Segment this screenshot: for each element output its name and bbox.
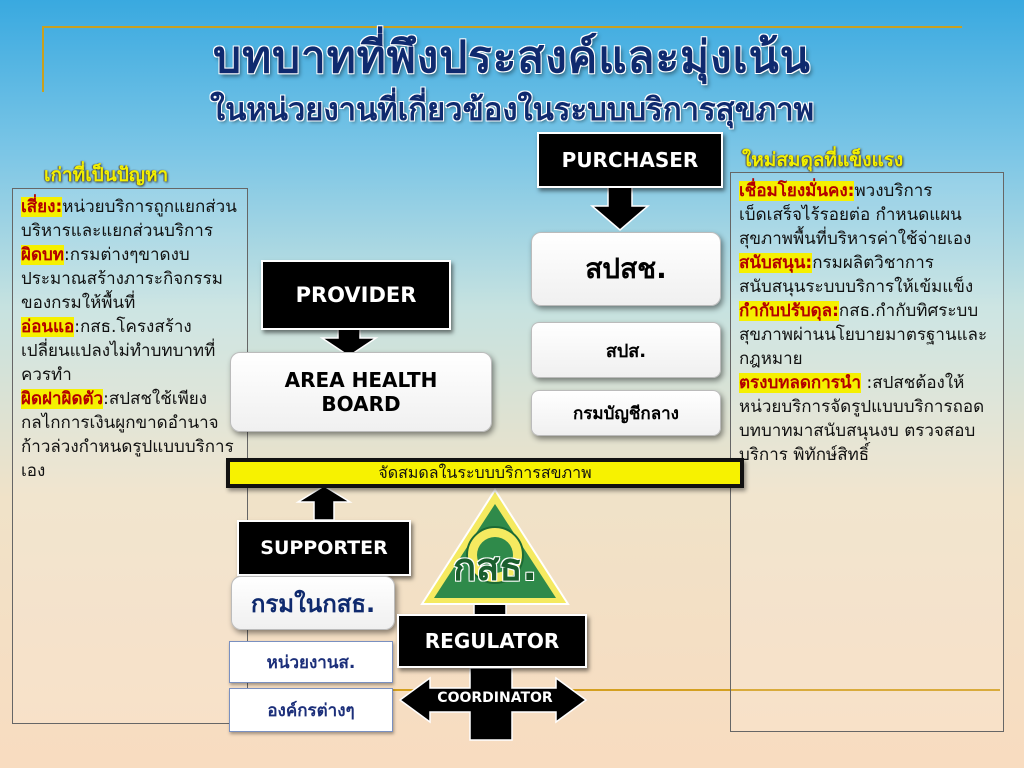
right-item: ตรงบทลดการนำ :สปสชต้องให้หน่วยบริการจัดร… xyxy=(739,371,995,467)
bottom-rule xyxy=(230,689,1000,691)
supporter-box: SUPPORTER xyxy=(237,520,411,576)
left-item-text: :กสธ.โครงสร้างเปลี่ยนแปลงไม่ทำบทบาทที่คว… xyxy=(21,317,216,385)
moph-logo-text: กสธ. xyxy=(453,545,537,589)
left-item-key: เสี่ยง: xyxy=(21,197,63,217)
organizations-box: องค์กรต่างๆ xyxy=(229,688,393,732)
title-top-rule xyxy=(42,26,962,28)
title-left-rule xyxy=(42,26,44,92)
right-item-text: :สปสชต้องให้หน่วยบริการจัดรูปแบบบริการถอ… xyxy=(739,373,985,465)
left-item: ผิดฝาผิดตัว:สปสชใช้เพียงกลไกการเงินผูกขา… xyxy=(21,387,239,483)
purchaser-down-arrow xyxy=(589,185,651,231)
comptroller-box: กรมบัญชีกลาง xyxy=(531,390,721,436)
provider-box: PROVIDER xyxy=(261,260,451,330)
right-item: กำกับปรับดุล:กสธ.กำกับทิศระบบสุขภาพผ่านน… xyxy=(739,299,995,371)
right-item: เชื่อมโยงมั่นคง:พวงบริการเบ็ดเสร็จไร้รอย… xyxy=(739,179,995,251)
right-item-key: ตรงบทลดการนำ xyxy=(739,373,862,393)
left-item: เสี่ยง:หน่วยบริการถูกแยกส่วนบริหารและแยก… xyxy=(21,195,239,243)
nhso-box: สปสช. xyxy=(531,232,721,306)
left-item-key: อ่อนแอ xyxy=(21,317,75,337)
right-item: สนับสนุน:กรมผลิตวิชาการสนับสนุนระบบบริกา… xyxy=(739,251,995,299)
left-heading: เก่าที่เป็นปัญหา xyxy=(44,164,169,186)
page-title: บทบาทที่พึงประสงค์และมุ่งเน้น xyxy=(213,32,811,83)
supporter-up-arrow xyxy=(295,485,353,521)
right-item-text: กรมผลิตวิชาการสนับสนุนระบบบริการให้เข้มแ… xyxy=(739,253,974,297)
left-item-text: หน่วยบริการถูกแยกส่วนบริหารและแยกส่วนบริ… xyxy=(21,197,237,241)
page-subtitle: ในหน่วยงานที่เกี่ยวข้องในระบบบริการสุขภา… xyxy=(209,92,815,128)
coordinator-label: COORDINATOR xyxy=(437,690,553,706)
right-item-key: สนับสนุน: xyxy=(739,253,813,273)
purchaser-box: PURCHASER xyxy=(537,132,723,188)
right-item-text: กสธ.กำกับทิศระบบสุขภาพผ่านนโยบายมาตรฐานแ… xyxy=(739,301,988,369)
moph-departments-box: กรมในกสธ. xyxy=(231,576,395,630)
right-item-key: เชื่อมโยงมั่นคง: xyxy=(739,181,855,201)
right-panel: เชื่อมโยงมั่นคง:พวงบริการเบ็ดเสร็จไร้รอย… xyxy=(730,172,1004,732)
left-item-key: ผิดบท xyxy=(21,245,64,265)
area-health-board-box: AREA HEALTH BOARD xyxy=(230,352,492,432)
coordinator-double-arrow xyxy=(398,667,588,741)
left-panel: เสี่ยง:หน่วยบริการถูกแยกส่วนบริหารและแยก… xyxy=(12,188,248,724)
nhso-office-box: สปส. xyxy=(531,322,721,378)
balance-bar: จัดสมดลในระบบบริการสขภาพ xyxy=(226,458,744,488)
right-item-text: พวงบริการเบ็ดเสร็จไร้รอยต่อ กำหนดแผนสุขภ… xyxy=(739,181,972,249)
nhso-units-box: หน่วยงานส. xyxy=(229,641,393,683)
right-heading: ใหม่สมดุลที่แข็งแรง xyxy=(742,149,904,171)
left-item-text: :สปสชใช้เพียงกลไกการเงินผูกขาดอำนาจก้าวล… xyxy=(21,389,234,481)
left-item: อ่อนแอ:กสธ.โครงสร้างเปลี่ยนแปลงไม่ทำบทบา… xyxy=(21,315,239,387)
right-item-key: กำกับปรับดุล: xyxy=(739,301,839,321)
left-item-text: :กรมต่างๆขาดงบประมาณสร้างภาระกิจกรรมของก… xyxy=(21,245,223,313)
left-item-key: ผิดฝาผิดตัว xyxy=(21,389,104,409)
left-item: ผิดบท:กรมต่างๆขาดงบประมาณสร้างภาระกิจกรร… xyxy=(21,243,239,315)
regulator-box: REGULATOR xyxy=(397,614,587,668)
